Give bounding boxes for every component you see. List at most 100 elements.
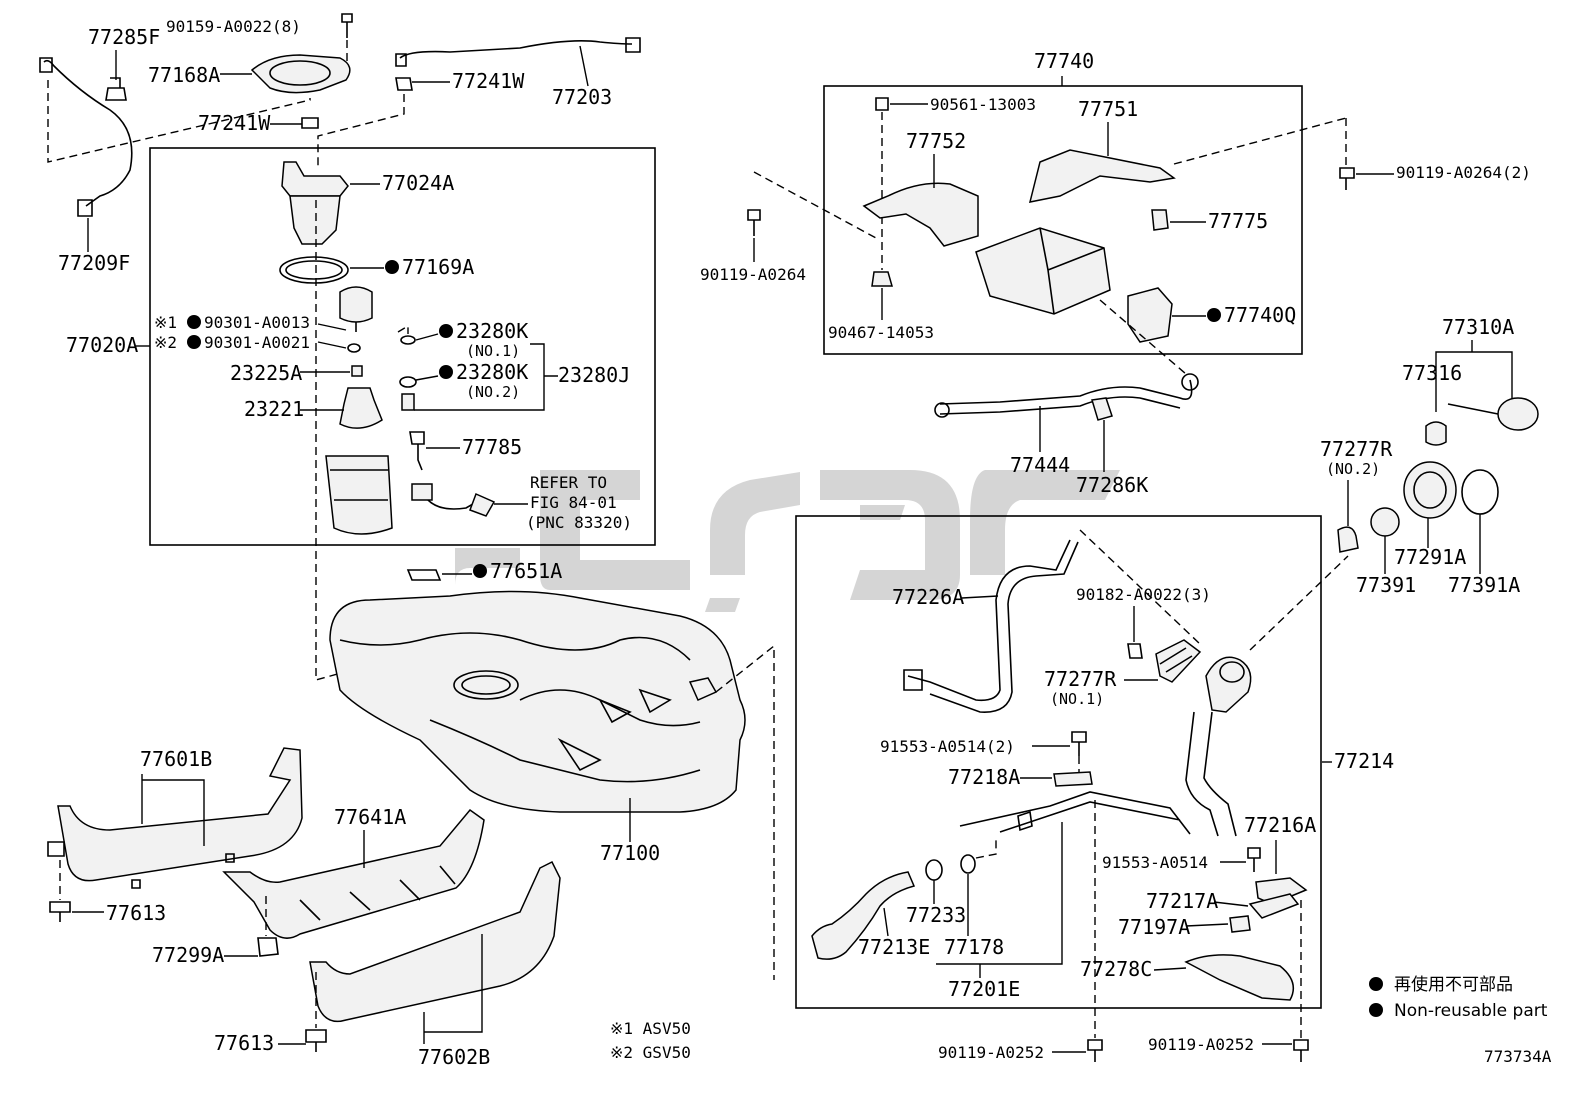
- label-23221: 23221: [244, 397, 304, 421]
- legend-japanese: 再使用不可部品: [1394, 974, 1513, 995]
- label-77316: 77316: [1402, 361, 1462, 385]
- label-77651A: 77651A: [490, 559, 562, 583]
- label-23225A: 23225A: [230, 361, 302, 385]
- fuel-filter-cup: [339, 286, 373, 323]
- label-77310A: 77310A: [1442, 315, 1514, 339]
- label-refer-2: FIG 84-01: [530, 493, 617, 512]
- bolt-77613-left: [49, 901, 71, 922]
- bolt-90119-A0264-2: [1339, 167, 1355, 190]
- label-77241W-lower: 77241W: [198, 111, 271, 135]
- label-no1-b: (NO.1): [1050, 690, 1104, 708]
- label-no2-b: (NO.2): [1326, 460, 1380, 478]
- label-no1-a: (NO.1): [466, 342, 520, 360]
- label-90301-A0021: 90301-A0021: [204, 333, 310, 352]
- tank-protector-77641A: [222, 808, 485, 939]
- label-77752: 77752: [906, 129, 966, 153]
- ring-77178: [960, 854, 976, 874]
- label-77299A: 77299A: [152, 943, 224, 967]
- label-77740Q: 77740Q: [1224, 303, 1296, 327]
- non-reusable-dot: [385, 260, 399, 274]
- label-77214: 77214: [1334, 749, 1394, 773]
- bolt-90119-A0252-b: [1293, 1039, 1309, 1062]
- fuel-tank-77100: [329, 590, 746, 813]
- bracket-77217A: [1248, 893, 1300, 919]
- label-90301-A0013: 90301-A0013: [204, 313, 310, 332]
- canister-filter-77740Q: [1127, 287, 1173, 343]
- gasket-77391A: [1461, 469, 1499, 515]
- label-77444: 77444: [1010, 453, 1070, 477]
- filler-neck-housing-77291A: [1403, 461, 1457, 519]
- breather-tube-77226A: [907, 539, 1071, 702]
- clamp-77286K: [1091, 397, 1113, 421]
- label-77286K: 77286K: [1076, 473, 1148, 497]
- label-77178: 77178: [944, 935, 1004, 959]
- label-77024A: 77024A: [382, 171, 454, 195]
- bolt-91553-A0514: [1247, 847, 1261, 872]
- vent-hose-77444: [939, 379, 1193, 405]
- fuel-pump-bucket: [325, 455, 393, 535]
- label-77020A: 77020A: [66, 333, 138, 357]
- bolt-90119-A0252-a: [1087, 1039, 1103, 1062]
- label-77100: 77100: [600, 841, 660, 865]
- label-77217A: 77217A: [1146, 889, 1218, 913]
- bolt-91553-A0514-2: [1071, 731, 1087, 756]
- cushion-77775: [1151, 209, 1169, 231]
- clip-77241W-upper: [395, 77, 413, 91]
- label-90119-A0252-b: 90119-A0252: [1148, 1035, 1254, 1054]
- label-77169A: 77169A: [402, 255, 474, 279]
- note-gsv50: ※2 GSV50: [610, 1043, 691, 1062]
- fuel-pump-head-77024A: [281, 161, 349, 197]
- label-91553-2: 91553-A0514(2): [880, 737, 1015, 756]
- label-77213E: 77213E: [858, 935, 930, 959]
- label-77277R-no1: 77277R: [1044, 667, 1117, 691]
- fuel-cap-77310A: [1497, 397, 1539, 431]
- label-91553: 91553-A0514: [1102, 853, 1208, 872]
- label-77785: 77785: [462, 435, 522, 459]
- label-77602B: 77602B: [418, 1045, 490, 1069]
- clip-77299A: [257, 937, 279, 957]
- o-ring-90301: [347, 343, 361, 353]
- canister-bracket-77751: [1028, 149, 1176, 203]
- label-note1-mark: ※1: [154, 313, 177, 332]
- label-77613-left: 77613: [106, 901, 166, 925]
- label-77203: 77203: [552, 85, 612, 109]
- label-23280K-no1: 23280K: [456, 319, 528, 343]
- fuel-pump-23221: [339, 387, 383, 429]
- label-77751: 77751: [1078, 97, 1138, 121]
- label-77233: 77233: [906, 903, 966, 927]
- bracket-77218A: [1053, 771, 1093, 787]
- label-77285F: 77285F: [88, 25, 160, 49]
- figure-number: 773734A: [1484, 1047, 1552, 1066]
- bolt-77613-right: [305, 1029, 327, 1052]
- gasket-77169A: [279, 256, 349, 284]
- label-refer-3: (PNC 83320): [526, 513, 632, 532]
- label-77391: 77391: [1356, 573, 1416, 597]
- vent-hose-77203: [399, 40, 633, 59]
- fuel-sender-unit: [411, 483, 433, 501]
- canister-bracket-77752: [862, 182, 979, 247]
- label-77601B: 77601B: [140, 747, 212, 771]
- label-77278C: 77278C: [1080, 957, 1152, 981]
- bolt-90119-A0264: [747, 209, 761, 236]
- note-asv50: ※1 ASV50: [610, 1019, 691, 1038]
- watermark-logo: [455, 470, 1120, 612]
- label-77241W-upper: 77241W: [452, 69, 525, 93]
- label-no2-a: (NO.2): [466, 383, 520, 401]
- clip-77197A: [1229, 915, 1251, 933]
- filter-23225A: [351, 365, 363, 377]
- label-90119-A0264-2: 90119-A0264(2): [1396, 163, 1531, 182]
- label-90561: 90561-13003: [930, 95, 1036, 114]
- label-23280J: 23280J: [558, 363, 630, 387]
- pressure-regulator-23280J: [401, 393, 415, 411]
- tank-band-77601B: [57, 747, 303, 882]
- label-77218A: 77218A: [948, 765, 1020, 789]
- label-90119-A0264: 90119-A0264: [700, 265, 806, 284]
- legend-dot-japanese: [1369, 977, 1383, 991]
- label-90159: 90159-A0022(8): [166, 17, 301, 36]
- cap-gasket-77316: [1425, 421, 1447, 446]
- label-77201E: 77201E: [948, 977, 1020, 1001]
- pump-wire-77785: [409, 431, 425, 471]
- filler-neck-head: [1205, 656, 1252, 713]
